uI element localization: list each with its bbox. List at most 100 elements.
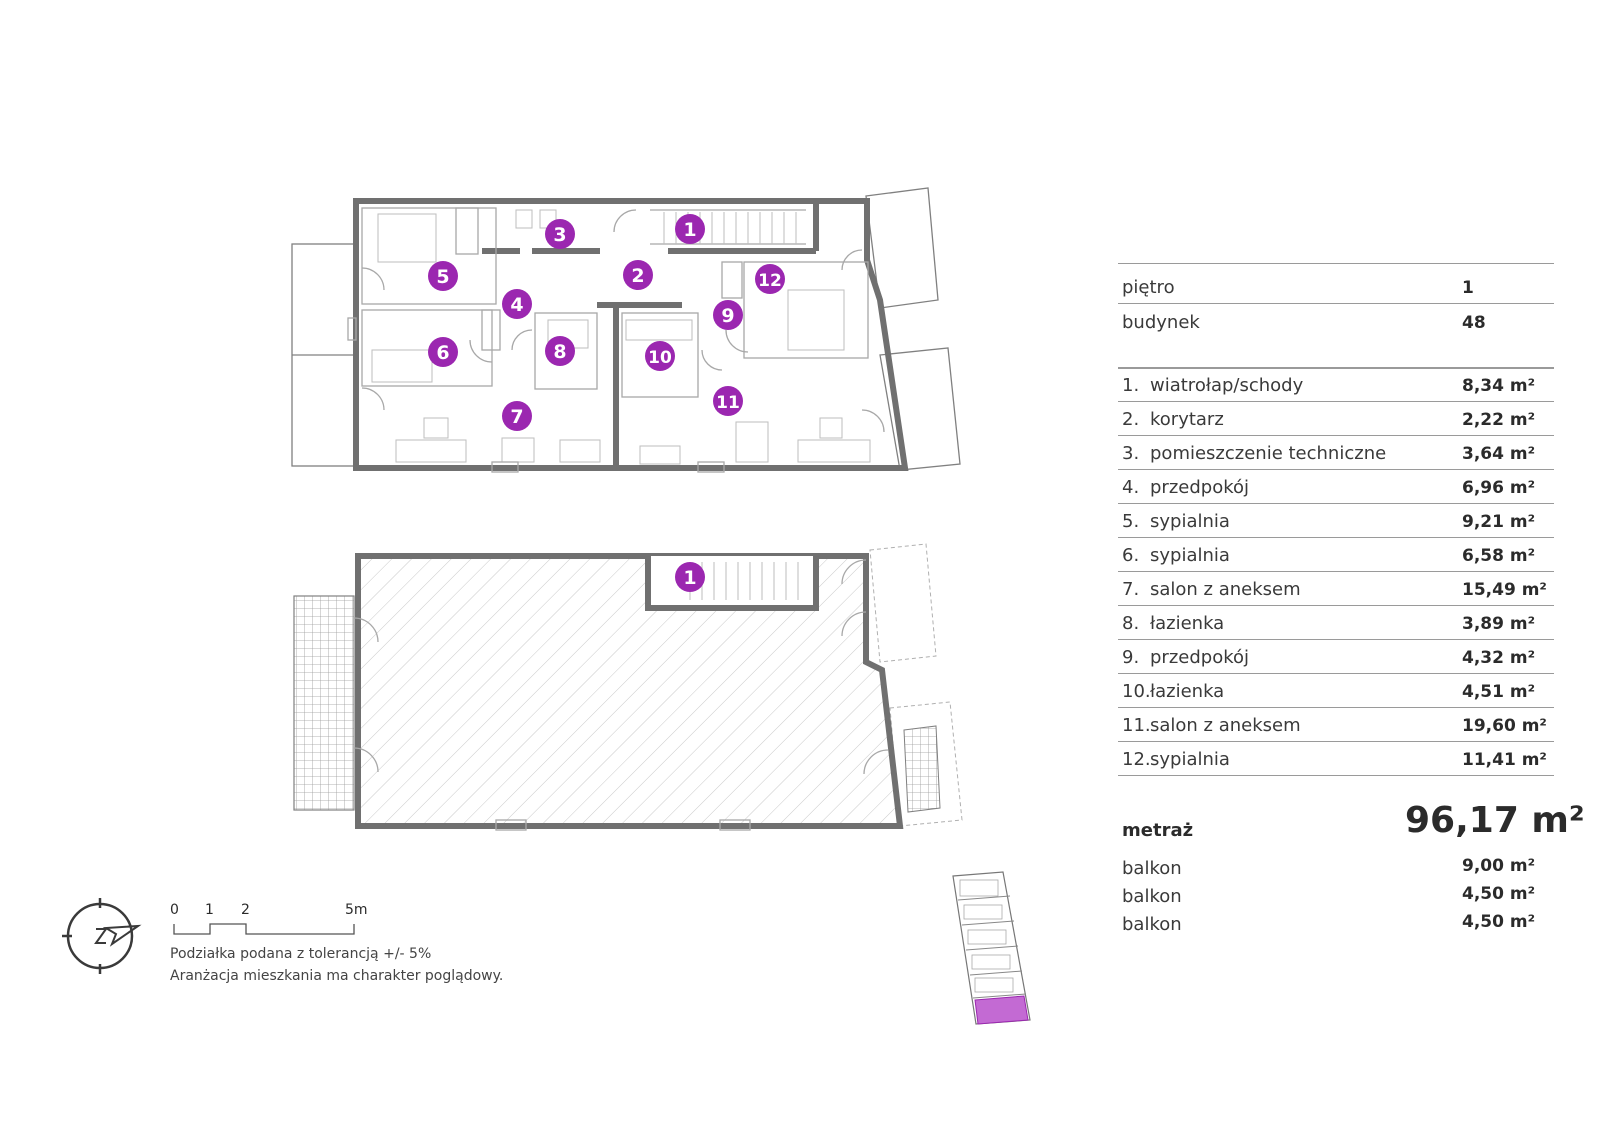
room-number: 11. — [1122, 715, 1151, 736]
marker-label: 8 — [553, 341, 566, 363]
room-name: 11.salon z aneksem — [1122, 715, 1301, 736]
room-number: 12. — [1122, 749, 1151, 770]
room-marker-6: 6 — [428, 337, 458, 367]
room-title: korytarz — [1150, 409, 1224, 430]
room-row: 3. pomieszczenie techniczne 3,64 m² — [1118, 436, 1554, 470]
marker-label: 7 — [510, 406, 523, 428]
scale-bar — [173, 923, 355, 935]
room-marker-11: 11 — [713, 386, 743, 416]
building-label: budynek — [1122, 312, 1200, 333]
marker-label: 11 — [716, 393, 740, 413]
scale-tick-0: 0 — [170, 902, 179, 918]
room-number: 3. — [1122, 443, 1140, 464]
room-marker-8: 8 — [545, 336, 575, 366]
room-row: 10.łazienka 4,51 m² — [1118, 674, 1554, 708]
room-marker-9: 9 — [713, 300, 743, 330]
room-name: 12.sypialnia — [1122, 749, 1230, 770]
room-number: 1. — [1122, 375, 1140, 396]
building-key-plan — [952, 871, 1031, 1025]
balcony-label-1: balkon — [1122, 858, 1182, 879]
upper-floor-plan — [291, 187, 961, 473]
room-title: wiatrołap/schody — [1150, 375, 1304, 396]
scale-tolerance-note: Podziałka podana z tolerancją +/- 5% — [170, 946, 432, 962]
room-marker-4: 4 — [502, 289, 532, 319]
room-area: 6,58 m² — [1462, 546, 1536, 566]
room-number: 7. — [1122, 579, 1140, 600]
room-row: 6. sypialnia 6,58 m² — [1118, 538, 1554, 572]
room-area: 3,89 m² — [1462, 614, 1536, 634]
room-number: 10. — [1122, 681, 1151, 702]
room-marker-1: 1 — [675, 214, 705, 244]
room-name: 7. salon z aneksem — [1122, 579, 1301, 600]
room-area: 6,96 m² — [1462, 478, 1536, 498]
marker-label: 10 — [648, 348, 672, 368]
balcony-label-2: balkon — [1122, 886, 1182, 907]
lower-floor-plan — [293, 543, 963, 831]
room-title: pomieszczenie techniczne — [1150, 443, 1387, 464]
room-area: 2,22 m² — [1462, 410, 1536, 430]
balcony-area-3: 4,50 m² — [1462, 912, 1536, 932]
floor-value: 1 — [1462, 278, 1474, 298]
room-marker-10: 10 — [645, 341, 675, 371]
marker-label: 9 — [721, 305, 734, 327]
balcony-area-2: 4,50 m² — [1462, 884, 1536, 904]
marker-label: 12 — [758, 271, 782, 291]
room-name: 6. sypialnia — [1122, 545, 1230, 566]
room-row: 8.łazienka 3,89 m² — [1118, 606, 1554, 640]
room-marker-7: 7 — [502, 401, 532, 431]
balcony-area-1: 9,00 m² — [1462, 856, 1536, 876]
floor-label: piętro — [1122, 277, 1175, 298]
room-number: 6. — [1122, 545, 1140, 566]
room-area: 19,60 m² — [1462, 716, 1547, 736]
marker-label: 1 — [683, 219, 696, 241]
room-number: 4. — [1122, 477, 1140, 498]
spacer-row — [1118, 338, 1554, 368]
total-area-value: 96,17 m² — [1405, 800, 1585, 841]
arrangement-note: Aranżacja mieszkania ma charakter pogląd… — [170, 968, 504, 984]
room-area: 3,64 m² — [1462, 444, 1536, 464]
compass-icon — [62, 898, 142, 974]
marker-label: 5 — [436, 266, 449, 288]
scale-tick-5m: 5m — [345, 902, 368, 918]
room-area: 4,51 m² — [1462, 682, 1536, 702]
room-name: 4. przedpokój — [1122, 477, 1249, 498]
floor-row: piętro 1 — [1118, 263, 1554, 304]
selected-unit-highlight — [974, 995, 1029, 1025]
scale-tick-1: 1 — [205, 902, 214, 918]
scale-tick-2: 2 — [241, 902, 250, 918]
room-title: sypialnia — [1150, 545, 1230, 566]
room-marker-12: 12 — [755, 264, 785, 294]
room-title: salon z aneksem — [1150, 715, 1301, 736]
room-title: salon z aneksem — [1150, 579, 1301, 600]
total-area-label: metraż — [1122, 820, 1194, 841]
marker-label: 6 — [436, 342, 449, 364]
room-name: 8.łazienka — [1122, 613, 1224, 634]
lower-stairs — [689, 562, 799, 600]
room-title: łazienka — [1150, 613, 1225, 634]
room-row: 4. przedpokój 6,96 m² — [1118, 470, 1554, 504]
marker-label: 3 — [553, 224, 566, 246]
room-title: łazienka — [1150, 681, 1225, 702]
room-number: 5. — [1122, 511, 1140, 532]
building-value: 48 — [1462, 313, 1486, 333]
marker-label: 4 — [510, 294, 523, 316]
room-marker-1-lower: 1 — [675, 562, 705, 592]
room-title: przedpokój — [1150, 477, 1250, 498]
marker-label: 1 — [683, 567, 696, 589]
room-marker-5: 5 — [428, 261, 458, 291]
room-area: 9,21 m² — [1462, 512, 1536, 532]
room-area: 11,41 m² — [1462, 750, 1547, 770]
balcony-label-3: balkon — [1122, 914, 1182, 935]
room-name: 10.łazienka — [1122, 681, 1224, 702]
room-row: 11.salon z aneksem 19,60 m² — [1118, 708, 1554, 742]
room-number: 2. — [1122, 409, 1140, 430]
marker-label: 2 — [631, 265, 644, 287]
room-title: przedpokój — [1150, 647, 1250, 668]
